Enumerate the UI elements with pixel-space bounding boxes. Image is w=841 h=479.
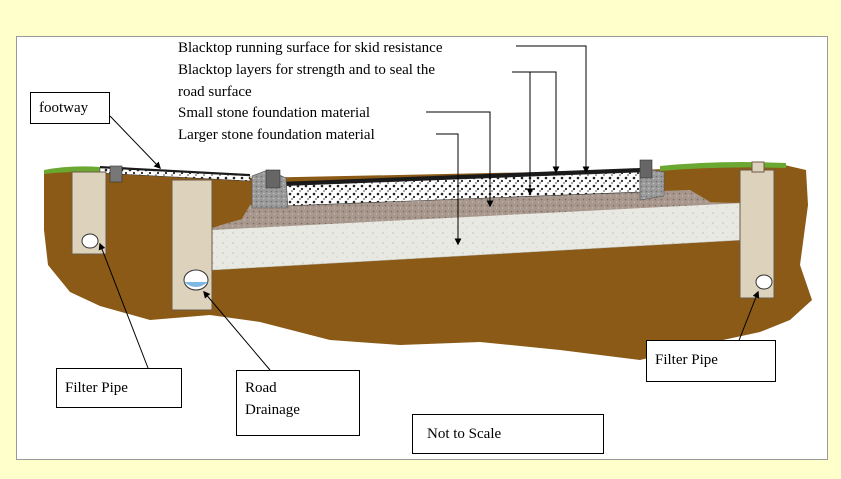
callout-running-surface: Blacktop running surface for skid resist… <box>178 40 443 56</box>
leader-filter-right <box>735 290 760 349</box>
not-to-scale-box: Not to Scale <box>412 414 604 454</box>
not-to-scale-label: Not to Scale <box>427 426 502 442</box>
blacktop-running-surface <box>278 168 640 186</box>
road-drainage-box: Road Drainage <box>236 370 360 436</box>
filter-pipe-left-label: Filter Pipe <box>65 380 128 396</box>
filter-pipe-left-box: Filter Pipe <box>56 368 182 408</box>
callout-small-stone: Small stone foundation material <box>178 105 370 121</box>
road-drainage-label-line2: Drainage <box>245 402 300 418</box>
filter-pipe-right-label: Filter Pipe <box>655 352 718 368</box>
callout-blacktop-layers-line1: Blacktop layers for strength and to seal… <box>178 62 435 78</box>
leader-footway <box>109 115 161 170</box>
footway-label-box: footway <box>30 92 110 124</box>
leader-small-stone <box>426 111 494 208</box>
filter-pipe-right-box: Filter Pipe <box>646 340 776 382</box>
leader-running-surface <box>516 45 590 174</box>
leader-road-drainage <box>203 290 271 371</box>
footway-kerb <box>109 165 123 183</box>
leader-layers-a <box>512 71 560 174</box>
footway-label: footway <box>39 100 89 116</box>
road-drainage-shaft <box>171 179 213 311</box>
grass-left <box>44 166 100 174</box>
leader-lines <box>98 45 760 371</box>
road-drainage-label-line1: Road <box>245 380 277 396</box>
callout-blacktop-layers-line2: road surface <box>178 84 252 100</box>
leader-filter-left <box>98 242 149 369</box>
leader-large-stone <box>436 133 462 246</box>
filter-pipe-left <box>81 233 99 249</box>
callout-large-stone: Larger stone foundation material <box>178 127 375 143</box>
filter-pipe-right <box>755 274 773 290</box>
